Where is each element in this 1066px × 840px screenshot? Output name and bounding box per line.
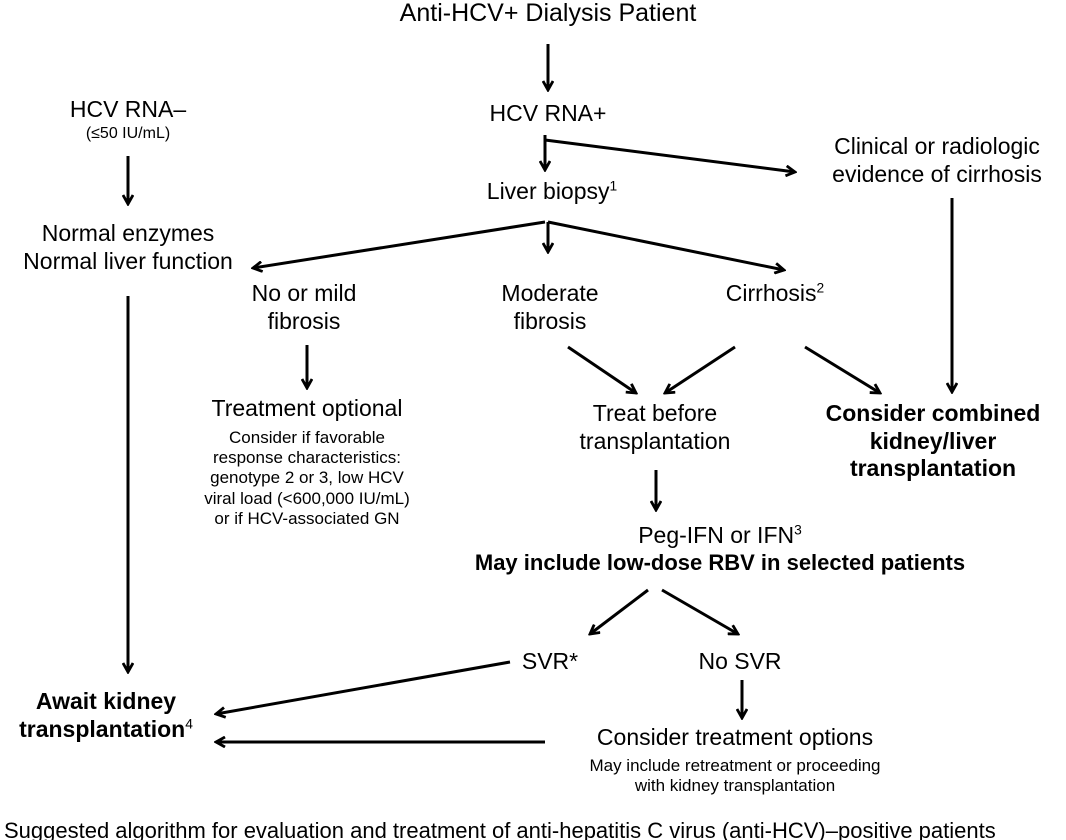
liver-biopsy-node: Liver biopsy1 xyxy=(486,178,618,204)
svr-node: SVR* xyxy=(521,648,579,674)
arrow-rna-pos-to-clinical xyxy=(544,138,795,172)
footnote-2: 2 xyxy=(816,280,825,296)
consider-treatment-options-node: Consider treatment options May include r… xyxy=(589,724,881,795)
arrow-moderate-to-treat-before xyxy=(567,345,636,393)
footnote-1: 1 xyxy=(609,178,618,194)
arrow-biopsy-to-mild xyxy=(253,220,546,268)
root-node: Anti-HCV+ Dialysis Patient xyxy=(399,0,697,27)
await-kidney-transplant-node: Await kidney transplantation4 xyxy=(19,688,193,742)
moderate-fibrosis-node: Moderate fibrosis xyxy=(501,280,599,334)
arrow-svr-to-await xyxy=(216,660,511,714)
arrow-biopsy-to-cirrhosis xyxy=(547,220,784,270)
footnote-3: 3 xyxy=(794,522,802,538)
arrow-cirrhosis-to-treat-before xyxy=(665,345,736,393)
combined-transplant-node: Consider combined kidney/liver transplan… xyxy=(825,400,1041,482)
cirrhosis-node: Cirrhosis2 xyxy=(725,280,825,306)
hcv-rna-negative-node: HCV RNA– (≤50 IU/mL) xyxy=(69,96,187,142)
footnote-4: 4 xyxy=(185,715,193,731)
peg-ifn-node: Peg-IFN or IFN3 May include low-dose RBV… xyxy=(474,522,966,575)
hcv-rna-positive-node: HCV RNA+ xyxy=(489,100,607,126)
normal-liver-node: Normal enzymes Normal liver function xyxy=(23,220,233,274)
clinical-cirrhosis-node: Clinical or radiologic evidence of cirrh… xyxy=(832,133,1042,187)
treatment-optional-node: Treatment optional Consider if favorable… xyxy=(204,395,410,529)
arrow-cirrhosis-to-combined xyxy=(804,345,880,393)
arrow-peg-to-svr xyxy=(590,588,649,634)
arrow-peg-to-no-svr xyxy=(661,588,738,634)
treat-before-transplant-node: Treat before transplantation xyxy=(579,400,731,454)
no-svr-node: No SVR xyxy=(698,648,782,674)
mild-fibrosis-node: No or mild fibrosis xyxy=(251,280,357,334)
figure-caption: Suggested algorithm for evaluation and t… xyxy=(4,818,996,840)
